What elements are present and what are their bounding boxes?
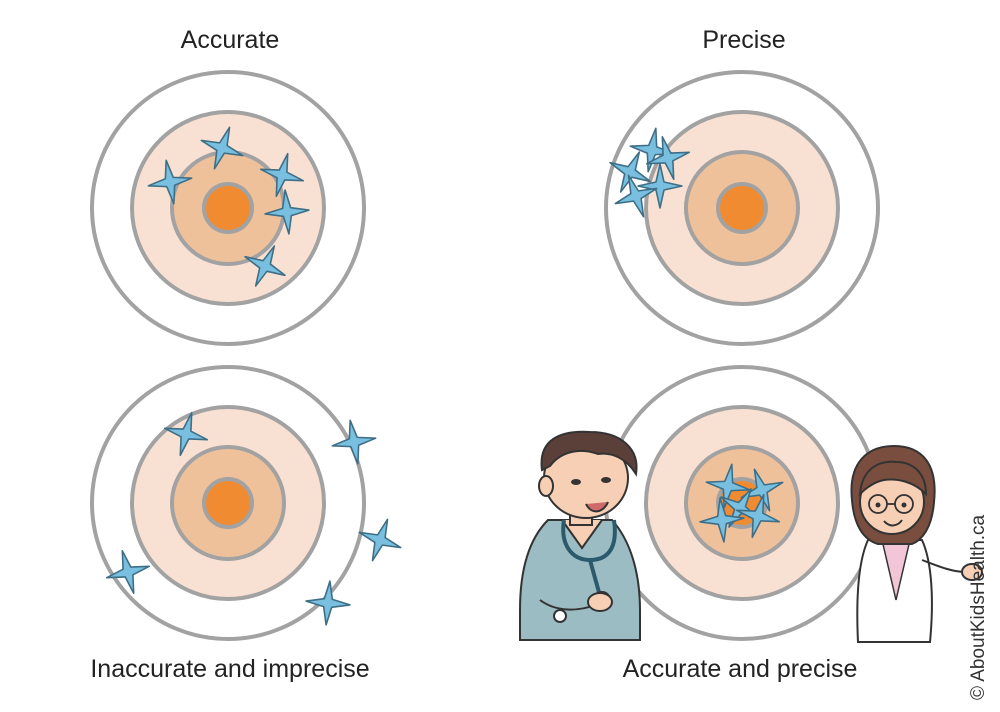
copyright-watermark: © AboutKidsHealth.ca [968, 514, 989, 700]
panel-title-inaccurate-imprecise: Inaccurate and imprecise [90, 655, 370, 683]
panel-title-accurate: Accurate [180, 26, 280, 54]
doctor-in-lab-coat-illustration [850, 444, 983, 643]
target-inaccurate-imprecise [90, 365, 409, 641]
panel-title-accurate-precise: Accurate and precise [622, 655, 858, 683]
target-accurate [90, 70, 366, 346]
target-precise [599, 70, 880, 346]
target-accurate-precise [604, 365, 880, 641]
panel-title-precise: Precise [702, 26, 786, 54]
doctor-with-stethoscope-illustration [519, 430, 641, 641]
